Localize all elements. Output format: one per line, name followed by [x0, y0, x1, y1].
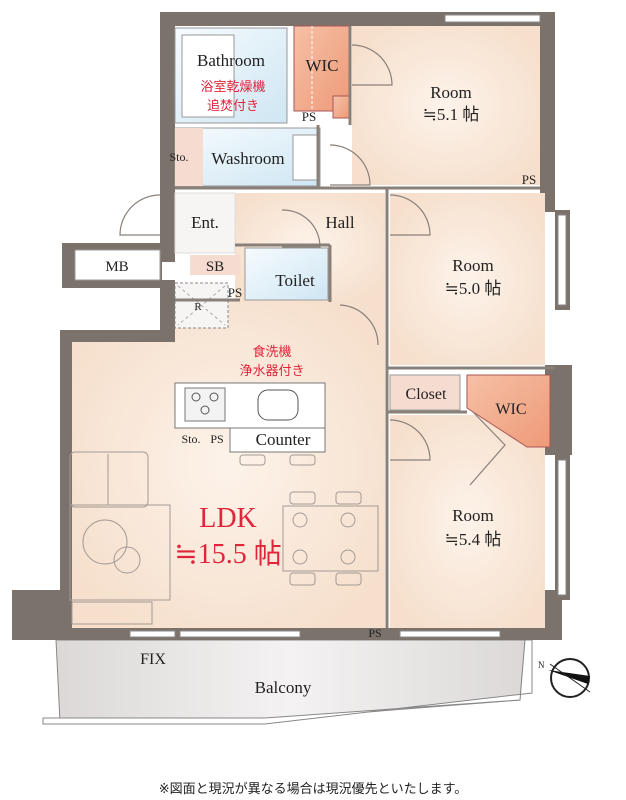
label-counter: Counter: [256, 430, 311, 449]
label-toilet: Toilet: [275, 271, 315, 290]
label-storage-washroom: Sto.: [169, 150, 188, 164]
label-room-3-size: ≒5.4 帖: [445, 530, 502, 549]
label-storage-kitchen: Sto.: [181, 432, 200, 446]
label-room-1-size: ≒5.1 帖: [423, 105, 480, 124]
labels: Bathroom 浴室乾燥機 追焚付き WIC PS Room ≒5.1 帖 S…: [105, 51, 536, 697]
storage-washroom: [175, 128, 203, 186]
furniture: [69, 451, 379, 625]
label-room-2: Room: [452, 256, 494, 275]
label-room-3: Room: [452, 506, 494, 525]
doors: [119, 44, 506, 486]
windows: [129, 14, 567, 638]
label-ps-right: PS: [522, 172, 536, 187]
label-bathroom-feature-2: 追焚付き: [207, 98, 259, 113]
closet-floor: [389, 374, 461, 411]
sink: [257, 389, 299, 421]
interior-walls: [175, 26, 555, 628]
label-sb: SB: [206, 259, 224, 275]
label-ldk: LDK: [199, 503, 257, 534]
washbasin: [292, 134, 318, 181]
label-entrance: Ent.: [191, 213, 219, 232]
label-bathroom-feature-1: 浴室乾燥機: [200, 79, 265, 94]
ldk-floor: [72, 300, 385, 628]
bathtub: [181, 34, 235, 118]
label-closet: Closet: [406, 386, 447, 403]
compass-north-label: N: [538, 660, 545, 670]
label-hall: Hall: [325, 213, 355, 232]
mb-box: [74, 249, 161, 281]
label-ps-bottom: PS: [368, 626, 381, 640]
label-ldk-size: ≒15.5 帖: [174, 538, 281, 570]
stove: [184, 387, 226, 422]
label-wic-top: WIC: [305, 56, 338, 75]
toilet-floor: [244, 247, 329, 301]
label-fix: FIX: [140, 651, 166, 668]
sb-area: [190, 255, 240, 275]
label-bathroom: Bathroom: [197, 51, 265, 70]
room-5-4-floor: [390, 415, 545, 628]
label-balcony: Balcony: [255, 678, 312, 697]
label-r: R: [194, 301, 202, 313]
entrance-floor: [174, 192, 236, 254]
counter-bar: [229, 427, 326, 453]
label-washroom: Washroom: [211, 149, 284, 168]
label-kitchen-feature-1: 食洗機: [252, 344, 291, 359]
room-5-1-floor: [352, 26, 540, 185]
label-wic-mid: WIC: [495, 401, 526, 418]
label-kitchen-feature-2: 浄水器付き: [239, 363, 304, 378]
label-mb: MB: [105, 259, 128, 275]
label-room-1: Room: [430, 83, 472, 102]
label-room-2-size: ≒5.0 帖: [445, 279, 502, 298]
compass-icon: N: [538, 658, 591, 698]
label-ps-top: PS: [302, 109, 316, 124]
disclaimer-note: ※図面と現況が異なる場合は現況優先といたします。: [158, 782, 468, 797]
room-5-0-floor: [390, 193, 545, 365]
wic-mid-floor: [466, 374, 551, 448]
label-ps-toilet: PS: [228, 285, 242, 300]
label-ps-kitchen: PS: [210, 432, 223, 446]
